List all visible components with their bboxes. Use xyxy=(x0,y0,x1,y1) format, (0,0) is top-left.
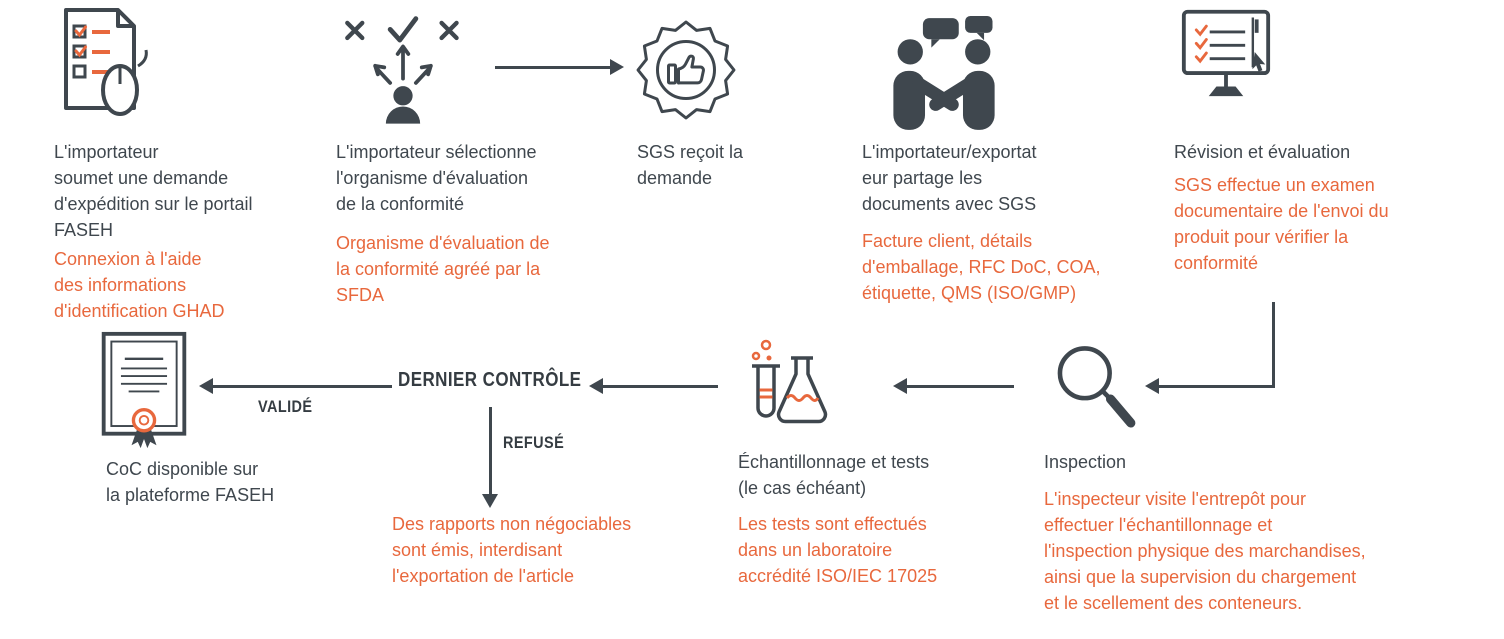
arrow-refused-vertical xyxy=(489,407,492,495)
shipment-request-checklist-mouse-icon xyxy=(52,6,152,126)
step5-title: Révision et évaluation xyxy=(1174,142,1351,162)
arrow-inspection-to-sampling xyxy=(906,385,1014,388)
arrowhead-right-icon xyxy=(610,59,624,75)
person-choice-arrows-icon xyxy=(328,10,478,128)
step4-title: L'importateur/exportat eur partage les d… xyxy=(862,142,1037,214)
certificate-seal-icon xyxy=(96,328,192,453)
approval-seal-thumbs-up-icon xyxy=(636,20,736,120)
arrowhead-left-icon xyxy=(199,378,213,394)
handshake-speech-bubbles-icon xyxy=(870,16,1018,132)
arrow-sampling-to-final-check xyxy=(602,385,718,388)
refused-note: Des rapports non négociables sont émis, … xyxy=(392,514,632,586)
arrowhead-left-icon xyxy=(589,378,603,394)
valid-label: VALIDÉ xyxy=(258,397,313,416)
arrowhead-left-icon xyxy=(1145,378,1159,394)
lab-flask-test-tube-icon xyxy=(744,332,844,432)
step4-note: Facture client, détails d'emballage, RFC… xyxy=(862,231,1101,303)
step2-note: Organisme d'évaluation de la conformité … xyxy=(336,233,550,305)
step1-note: Connexion à l'aide des informations d'id… xyxy=(54,249,225,321)
step1-title: L'importateur soumet une demande d'expéd… xyxy=(54,142,253,240)
refused-label: REFUSÉ xyxy=(503,433,565,452)
monitor-checklist-cursor-icon xyxy=(1178,6,1274,121)
arrow-final-check-to-coc xyxy=(212,385,392,388)
final-check-label: DERNIER CONTRÔLE xyxy=(398,369,582,391)
arrowhead-left-icon xyxy=(893,378,907,394)
inspection-note: L'inspecteur visite l'entrepôt pour effe… xyxy=(1044,489,1366,613)
coc-caption: CoC disponible sur la plateforme FASEH xyxy=(106,459,275,505)
inspection-title: Inspection xyxy=(1044,452,1127,472)
arrow-select-to-received xyxy=(495,66,610,69)
magnifier-icon xyxy=(1048,342,1140,434)
sampling-title: Échantillonnage et tests (le cas échéant… xyxy=(738,452,930,498)
sampling-note: Les tests sont effectués dans un laborat… xyxy=(738,514,938,586)
step5-note: SGS effectue un examen documentaire de l… xyxy=(1174,175,1389,273)
step3-title: SGS reçoit la demande xyxy=(637,142,744,188)
connector-review-to-inspection-vertical xyxy=(1272,302,1275,388)
connector-review-to-inspection-horizontal xyxy=(1158,385,1275,388)
step2-title: L'importateur sélectionne l'organisme d'… xyxy=(336,142,537,214)
arrowhead-down-icon xyxy=(482,494,498,508)
